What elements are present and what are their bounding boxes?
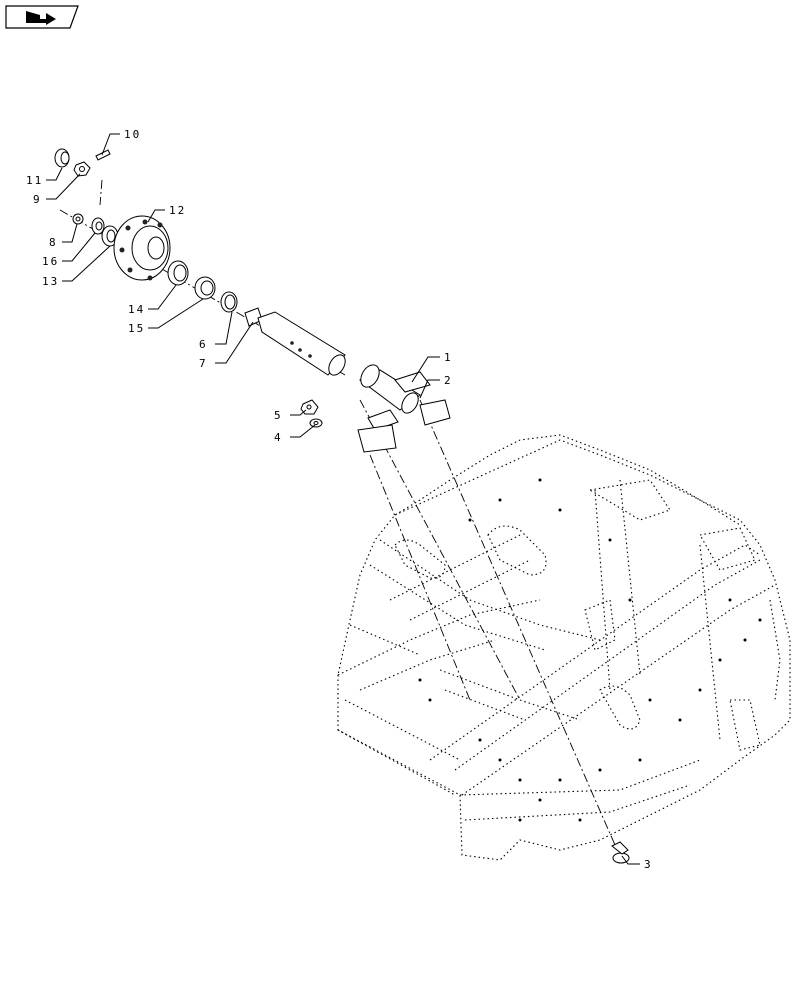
callout-5: 5: [274, 409, 283, 422]
callout-6: 6: [199, 338, 208, 351]
callout-2: 2: [444, 374, 453, 387]
part-11-cap: [54, 148, 70, 168]
part-7-spindle: [244, 307, 346, 376]
callout-14: 14: [128, 303, 145, 316]
frame-assembly: [337, 434, 791, 861]
callout-11: 11: [26, 174, 43, 187]
leader-lines: [46, 133, 640, 865]
callout-13: 13: [42, 275, 59, 288]
callout-4: 4: [274, 431, 283, 444]
callout-labels: 1 2 3 4 5 6 7 8 9 10 11 12 13 14 15 16: [26, 128, 653, 871]
part-8-washer: [72, 213, 84, 225]
callout-1: 1: [444, 351, 453, 364]
part-9-grease-fitting-nut: [73, 161, 91, 177]
part-10-bolt: [95, 149, 111, 161]
callout-12: 12: [169, 204, 186, 217]
callout-3: 3: [644, 858, 653, 871]
callout-15: 15: [128, 322, 145, 335]
part-6-snap-ring: [220, 291, 238, 313]
callout-16: 16: [42, 255, 59, 268]
part-4-washer: [309, 418, 323, 428]
part-3-bolt: [611, 841, 630, 864]
callout-10: 10: [124, 128, 141, 141]
back-arrow-icon[interactable]: [5, 5, 79, 29]
part-2-plates: [357, 399, 451, 453]
part-12-hub: [113, 215, 171, 281]
part-16-bearing: [91, 217, 105, 235]
part-15-spacer: [194, 276, 216, 300]
callout-7: 7: [199, 357, 208, 370]
part-14-bearing-cup: [167, 260, 189, 286]
callout-8: 8: [49, 236, 58, 249]
callout-9: 9: [33, 193, 42, 206]
